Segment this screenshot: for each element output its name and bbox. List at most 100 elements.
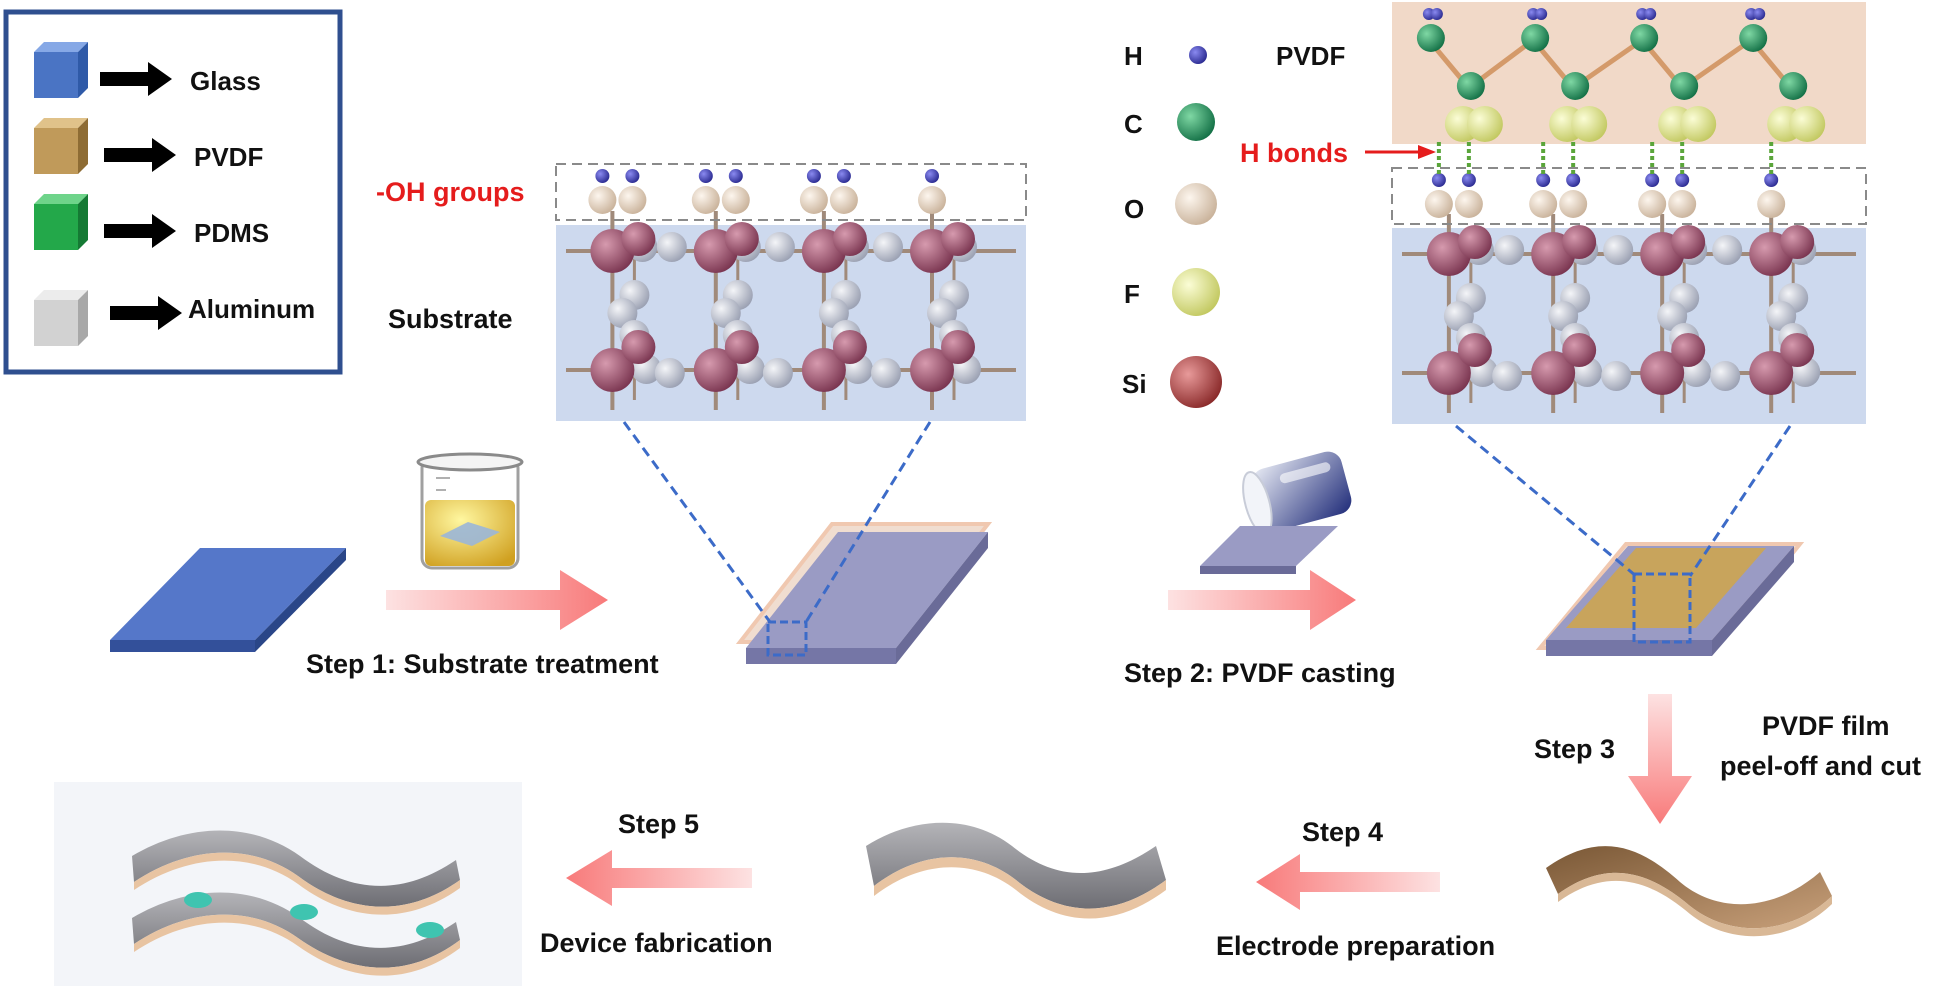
glass-cube-icon — [34, 42, 88, 98]
glass-slide-small — [1200, 526, 1338, 574]
oh-oxygen-atom — [1638, 190, 1667, 218]
oxygen-atom — [762, 358, 793, 388]
oxygen-atom-icon — [1175, 183, 1217, 225]
fluorine-atom-icon — [1172, 268, 1220, 316]
silicon-atom — [832, 330, 867, 364]
oh-groups-atoms — [588, 169, 946, 214]
silicon-atom — [693, 348, 738, 392]
glass-slide-plain — [110, 548, 346, 652]
pvdf-bottle-icon — [1242, 451, 1352, 536]
step5-arrow — [566, 850, 752, 906]
oh-oxygen-atom — [1454, 190, 1483, 218]
pvdf-label: PVDF — [1276, 41, 1345, 71]
silicon-atom — [1457, 333, 1492, 367]
carbon-atom — [1521, 24, 1550, 52]
oh-oxygen-atom — [588, 186, 617, 214]
oxygen-atom — [1443, 301, 1474, 331]
zoom-lines-1 — [622, 421, 932, 623]
oxygen-atom — [1766, 301, 1797, 331]
oh-hydrogen-atom — [806, 169, 821, 183]
step5-desc: Device fabrication — [540, 928, 773, 958]
oxygen-atom — [656, 232, 687, 262]
hydrogen-atom — [1753, 8, 1766, 20]
silicon-atom — [621, 222, 656, 256]
oxygen-atom — [1601, 361, 1632, 391]
oh-oxygen-atom — [618, 186, 647, 214]
substrate-label: Substrate — [388, 304, 513, 334]
carbon-atom-icon — [1177, 103, 1215, 141]
oh-hydrogen-atom — [1764, 173, 1779, 187]
step1-label: Step 1: Substrate treatment — [306, 649, 659, 679]
pvdf-cube-icon — [34, 118, 88, 174]
oh-hydrogen-atom — [728, 169, 743, 183]
oh-groups-label: -OH groups — [376, 177, 525, 207]
carbon-atom — [1670, 72, 1699, 100]
silicon-atom — [1780, 225, 1815, 259]
hydrogen-atom — [1430, 8, 1443, 20]
hydrogen-atom-icon — [1189, 46, 1207, 64]
carbon-atom — [1779, 72, 1808, 100]
oxygen-atom — [1710, 361, 1741, 391]
pdms-cube-icon — [34, 194, 88, 250]
oh-oxygen-atom — [1668, 190, 1697, 218]
oh-hydrogen-atom — [1566, 173, 1581, 187]
legend-label-pdms: PDMS — [194, 218, 269, 248]
carbon-atom — [1630, 24, 1659, 52]
atom-key: H C O F Si — [1122, 41, 1222, 408]
silicon-atom — [910, 348, 954, 392]
oh-oxygen-atom — [1424, 190, 1453, 218]
silicon-atom — [941, 222, 975, 256]
silicon-atom — [941, 330, 975, 364]
legend-label-aluminum: Aluminum — [188, 294, 315, 324]
beaker-icon — [416, 452, 524, 570]
silicon-atom — [1640, 351, 1685, 395]
oxygen-atom — [1603, 235, 1634, 265]
oh-oxygen-atom — [721, 186, 750, 214]
h-bonds-arrow-icon — [1365, 145, 1436, 159]
oxygen-atom — [1712, 235, 1743, 265]
oh-oxygen-atom — [691, 186, 720, 214]
silicon-atom-icon — [1170, 356, 1222, 408]
oxygen-atom — [1494, 235, 1525, 265]
atom-key-o-label: O — [1124, 194, 1144, 224]
silicon-atom — [1562, 333, 1597, 367]
pdms-spacer — [184, 892, 212, 908]
atom-key-f-label: F — [1124, 279, 1140, 309]
oh-groups-box — [555, 163, 1027, 221]
zoom-box-2 — [1632, 572, 1692, 644]
oh-hydrogen-atom — [1536, 173, 1551, 187]
oh-hydrogen-atom — [1675, 173, 1690, 187]
legend-label-glass: Glass — [190, 66, 261, 96]
silicon-atom — [1671, 225, 1706, 259]
zoom-box-1 — [766, 620, 808, 657]
pvdf-hbond-panel: PVDF H bonds — [1240, 2, 1867, 424]
step2-label: Step 2: PVDF casting — [1124, 658, 1396, 688]
step3-desc-line1: PVDF film — [1762, 711, 1890, 741]
legend-box: Glass PVDF PDMS Aluminum — [3, 9, 343, 375]
carbon-atom — [1739, 24, 1768, 52]
step1-arrow — [386, 570, 608, 630]
oxygen-atom — [871, 358, 901, 388]
device-stack — [54, 782, 522, 986]
silicon-atom — [1457, 225, 1492, 259]
pdms-spacer — [290, 904, 318, 920]
atom-key-c-label: C — [1124, 109, 1143, 139]
oh-oxygen-atom — [918, 186, 946, 214]
oh-hydrogen-atom — [1645, 173, 1660, 187]
oxygen-atom — [607, 298, 638, 328]
fluorine-atom — [1680, 106, 1717, 142]
atom-key-si-label: Si — [1122, 369, 1147, 399]
oh-hydrogen-atom — [698, 169, 713, 183]
step4-desc: Electrode preparation — [1216, 931, 1495, 961]
atom-key-h-label: H — [1124, 41, 1143, 71]
oxygen-atom — [764, 232, 795, 262]
step5-label: Step 5 — [618, 809, 699, 839]
silicon-atom — [1749, 351, 1794, 395]
oh-hydrogen-atom — [1431, 173, 1446, 187]
oh-hydrogen-atom — [1461, 173, 1476, 187]
silicon-atom — [1780, 333, 1815, 367]
hydrogen-bond-lines — [1436, 142, 1774, 174]
silicon-atom — [801, 348, 846, 392]
oxygen-atom — [818, 298, 849, 328]
silicon-atom — [1426, 351, 1471, 395]
